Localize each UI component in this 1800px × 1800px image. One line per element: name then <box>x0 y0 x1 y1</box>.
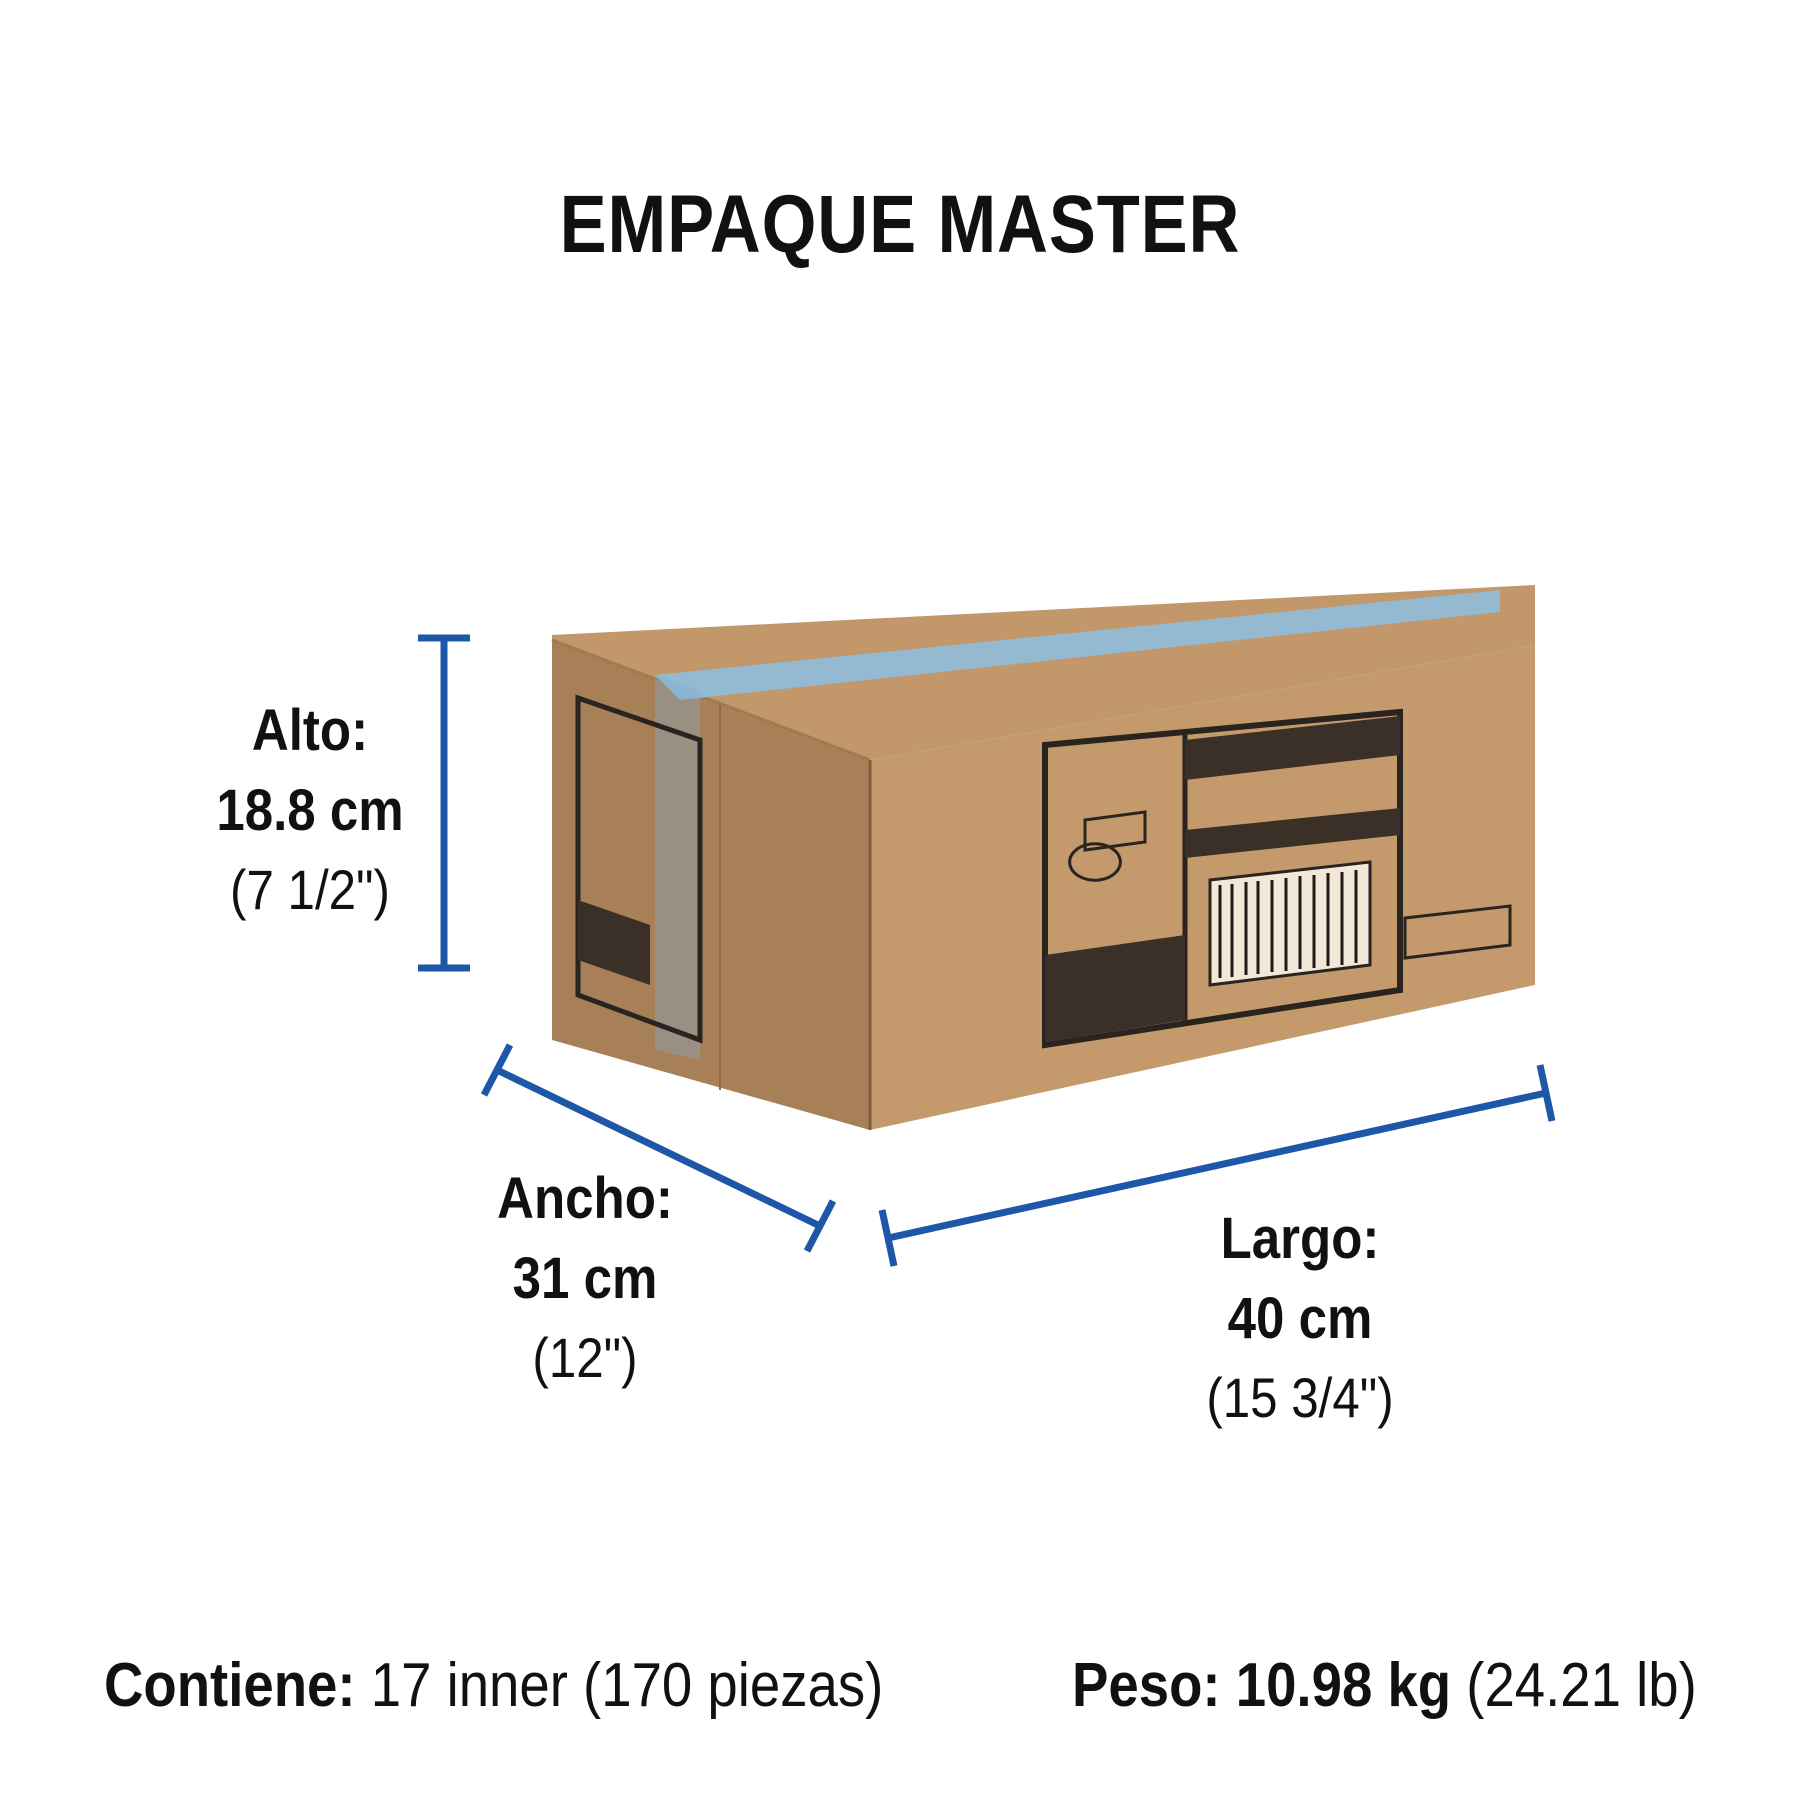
box-front-label <box>1042 708 1512 1049</box>
largo-value: 40 cm <box>1227 1286 1373 1351</box>
box-front <box>870 645 1535 1130</box>
box-tape <box>655 590 1500 700</box>
alto-imperial: (7 1/2") <box>230 858 390 921</box>
weight-value: 10.98 kg <box>1235 1651 1452 1720</box>
ancho-dimension: Ancho: 31 cm (12") <box>455 1170 715 1386</box>
weight-label: Peso: <box>1072 1651 1221 1720</box>
box-side <box>552 640 870 1130</box>
alto-dimension: Alto: 18.8 cm (7 1/2") <box>180 702 440 918</box>
box-side-label <box>575 694 703 1044</box>
contents-info: Contiene: 17 inner (170 piezas) <box>104 1650 883 1721</box>
ancho-value: 31 cm <box>512 1246 658 1311</box>
contents-value: 17 inner (170 piezas) <box>370 1651 884 1720</box>
ancho-imperial: (12") <box>532 1326 638 1389</box>
largo-dimension: Largo: 40 cm (15 3/4") <box>1150 1210 1450 1426</box>
largo-imperial: (15 3/4") <box>1206 1366 1394 1429</box>
ancho-dimension-line <box>495 1066 822 1230</box>
alto-value: 18.8 cm <box>216 778 404 843</box>
weight-info: Peso: 10.98 kg (24.21 lb) <box>1072 1650 1697 1721</box>
contents-label: Contiene: <box>104 1651 356 1720</box>
ancho-label: Ancho: <box>497 1166 673 1231</box>
weight-imperial: (24.21 lb) <box>1466 1651 1697 1720</box>
alto-label: Alto: <box>251 698 369 763</box>
largo-dimension-line <box>887 1089 1547 1242</box>
page-title: EMPAQUE MASTER <box>559 179 1241 270</box>
largo-label: Largo: <box>1220 1206 1380 1271</box>
